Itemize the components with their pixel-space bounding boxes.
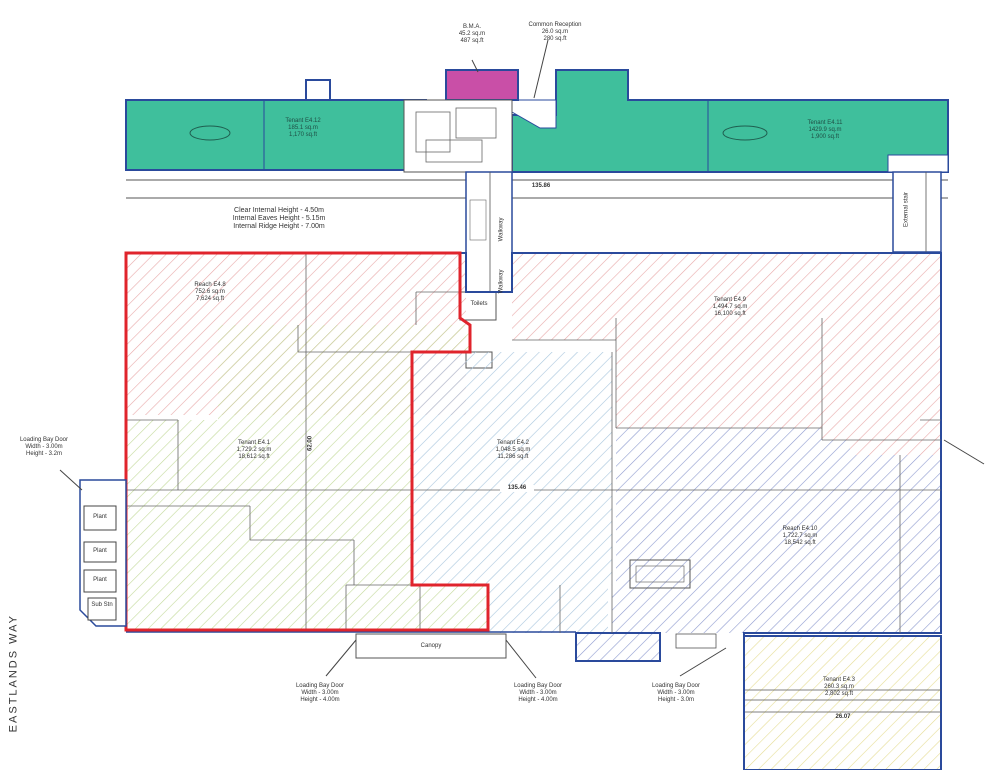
upper-tenant-right-sqm: 1429.9 sq.m xyxy=(808,126,842,133)
reach-top-left-sqm: 752.6 sq.m xyxy=(195,288,225,295)
plant-label-1: Plant xyxy=(93,514,107,520)
canopy-label: Canopy xyxy=(420,643,442,649)
loading-door-left: Loading Bay Door Width - 3.00m Height - … xyxy=(4,437,84,458)
reception-sqm: 26.0 sq.m xyxy=(541,28,569,35)
tenant-e41-sqm: 1,729.2 sq.m xyxy=(236,446,272,453)
height-notes: Clear Internal Height - 4.50m Internal E… xyxy=(204,207,354,231)
loading-right-height: Height - 3.0m xyxy=(657,696,694,703)
loading-right-title: Loading Bay Door xyxy=(651,683,701,689)
tenant-e41-label: Tenant E4.1 1,729.2 sq.m 18,612 sq.ft xyxy=(214,440,294,461)
reach-e410-name: Reach E4.10 xyxy=(782,526,818,532)
tenant-top-right-label: Tenant E4.9 1,494.7 sq.m 16,100 sq.ft xyxy=(690,297,770,318)
loading-door-mid2: Loading Bay Door Width - 3.00m Height - … xyxy=(498,683,578,704)
loading-door-right: Loading Bay Door Width - 3.00m Height - … xyxy=(636,683,716,704)
loading-mid2-title: Loading Bay Door xyxy=(513,683,563,689)
upper-tenant-right-name: Tenant E4.11 xyxy=(807,120,843,126)
area-reach-e410 xyxy=(612,428,941,633)
leader-lines xyxy=(59,39,985,679)
tenant-e43-name: Tenant E4.3 xyxy=(822,677,856,683)
loading-left-title: Loading Bay Door xyxy=(19,437,69,443)
ridge-height: Internal Ridge Height - 7.00m xyxy=(233,223,325,231)
reach-e410-label: Reach E4.10 1,722.7 sq.m 18,542 sq.ft xyxy=(760,526,840,547)
upper-tenant-left-sqm: 185.1 sq.m xyxy=(288,124,318,131)
toilets-label: Toilets xyxy=(470,301,488,307)
walkway-label-lower: Walkway xyxy=(498,269,505,294)
tenant-e41-sqft: 18,612 sq.ft xyxy=(238,453,270,460)
tenant-e42-label: Tenant E4.2 1,048.5 sq.m 11,286 sq.ft xyxy=(478,440,548,461)
tenant-e43-label: Tenant E4.3 260.3 sq.m 2,802 sq.ft xyxy=(804,677,874,698)
vertical-dimension: 62.00 xyxy=(307,435,314,451)
upper-tenant-left-sqft: 1,170 sq.ft xyxy=(288,131,318,138)
tenant-e42-sqm: 1,048.5 sq.m xyxy=(495,446,531,453)
bma-sqft: 487 sq.ft xyxy=(460,37,484,44)
tenant-top-right-sqm: 1,494.7 sq.m xyxy=(712,303,748,310)
bma-name: B.M.A. xyxy=(462,24,481,30)
interior-lines xyxy=(126,253,941,633)
tenant-top-right-name: Tenant E4.9 xyxy=(713,297,747,303)
street-name: EASTLANDS WAY xyxy=(7,614,20,733)
canopy xyxy=(355,633,507,659)
reception-label: Common Reception 26.0 sq.m 280 sq.ft xyxy=(500,22,610,43)
tenant-top-right-sqft: 16,100 sq.ft xyxy=(714,310,746,317)
loading-mid2-width: Width - 3.00m xyxy=(519,689,557,696)
upper-tenant-right-sqft: 1,900 sq.ft xyxy=(810,133,840,140)
tenant-e41-name: Tenant E4.1 xyxy=(237,440,271,446)
reach-e410-sqm: 1,722.7 sq.m xyxy=(782,532,818,539)
reception-name: Common Reception xyxy=(528,22,582,28)
loading-mid1-title: Loading Bay Door xyxy=(295,683,345,689)
upper-teal-block xyxy=(125,69,949,173)
loading-mid1-height: Height - 4.00m xyxy=(300,696,340,703)
loading-left-height: Height - 3.2m xyxy=(25,450,62,457)
reach-e410-sqft: 18,542 sq.ft xyxy=(784,539,816,546)
central-core xyxy=(403,69,519,173)
plant-label-3: Plant xyxy=(93,577,107,583)
tenant-e43-sqm: 260.3 sq.m xyxy=(824,683,854,690)
reach-top-left-name: Reach E4.8 xyxy=(194,282,226,288)
reach-top-left-label: Reach E4.8 752.6 sq.m 7,624 sq.ft xyxy=(180,282,240,303)
loading-door-mid1: Loading Bay Door Width - 3.00m Height - … xyxy=(280,683,360,704)
external-stair xyxy=(892,171,942,253)
walkway xyxy=(459,171,513,369)
reach-top-left-sqft: 7,624 sq.ft xyxy=(195,295,225,302)
upper-tenant-left-name: Tenant E4.12 xyxy=(285,118,321,124)
bma-sqm: 45.2 sq.m xyxy=(458,30,486,37)
external-stair-label: External stair xyxy=(903,191,910,227)
tenant-e42-sqft: 11,286 sq.ft xyxy=(497,453,529,460)
clear-height: Clear Internal Height - 4.50m xyxy=(234,207,324,214)
sub-station-label: Sub Stn xyxy=(91,602,113,608)
upper-tenant-left-label: Tenant E4.12 185.1 sq.m 1,170 sq.ft xyxy=(268,118,338,139)
corridor-dimension: 135.86 xyxy=(531,183,551,189)
tenant-e42-name: Tenant E4.2 xyxy=(496,440,530,446)
horizontal-dimension: 135.46 xyxy=(500,485,534,492)
upper-tenant-right-label: Tenant E4.11 1429.9 sq.m 1,900 sq.ft xyxy=(790,120,860,141)
bma-label: B.M.A. 45.2 sq.m 487 sq.ft xyxy=(450,24,494,45)
tenant-e43-sqft: 2,802 sq.ft xyxy=(824,690,854,697)
plant-label-2: Plant xyxy=(93,548,107,554)
area-tenant-e41 xyxy=(126,325,488,630)
area-tenant-e49 xyxy=(512,253,941,455)
loading-right-width: Width - 3.00m xyxy=(657,689,695,696)
walkway-label-upper: Walkway xyxy=(498,217,505,242)
lower-dimension: 26.07 xyxy=(835,714,851,720)
area-tenant-e42 xyxy=(412,352,612,585)
loading-left-width: Width - 3.00m xyxy=(25,443,63,450)
eaves-height: Internal Eaves Height - 5.15m xyxy=(232,215,326,223)
loading-mid1-width: Width - 3.00m xyxy=(301,689,339,696)
reception-sqft: 280 sq.ft xyxy=(543,35,567,42)
plant-rooms xyxy=(79,479,127,627)
loading-mid2-height: Height - 4.00m xyxy=(518,696,558,703)
tenancy-e41-boundary xyxy=(124,251,490,632)
area-tenant-e43 xyxy=(743,635,942,770)
